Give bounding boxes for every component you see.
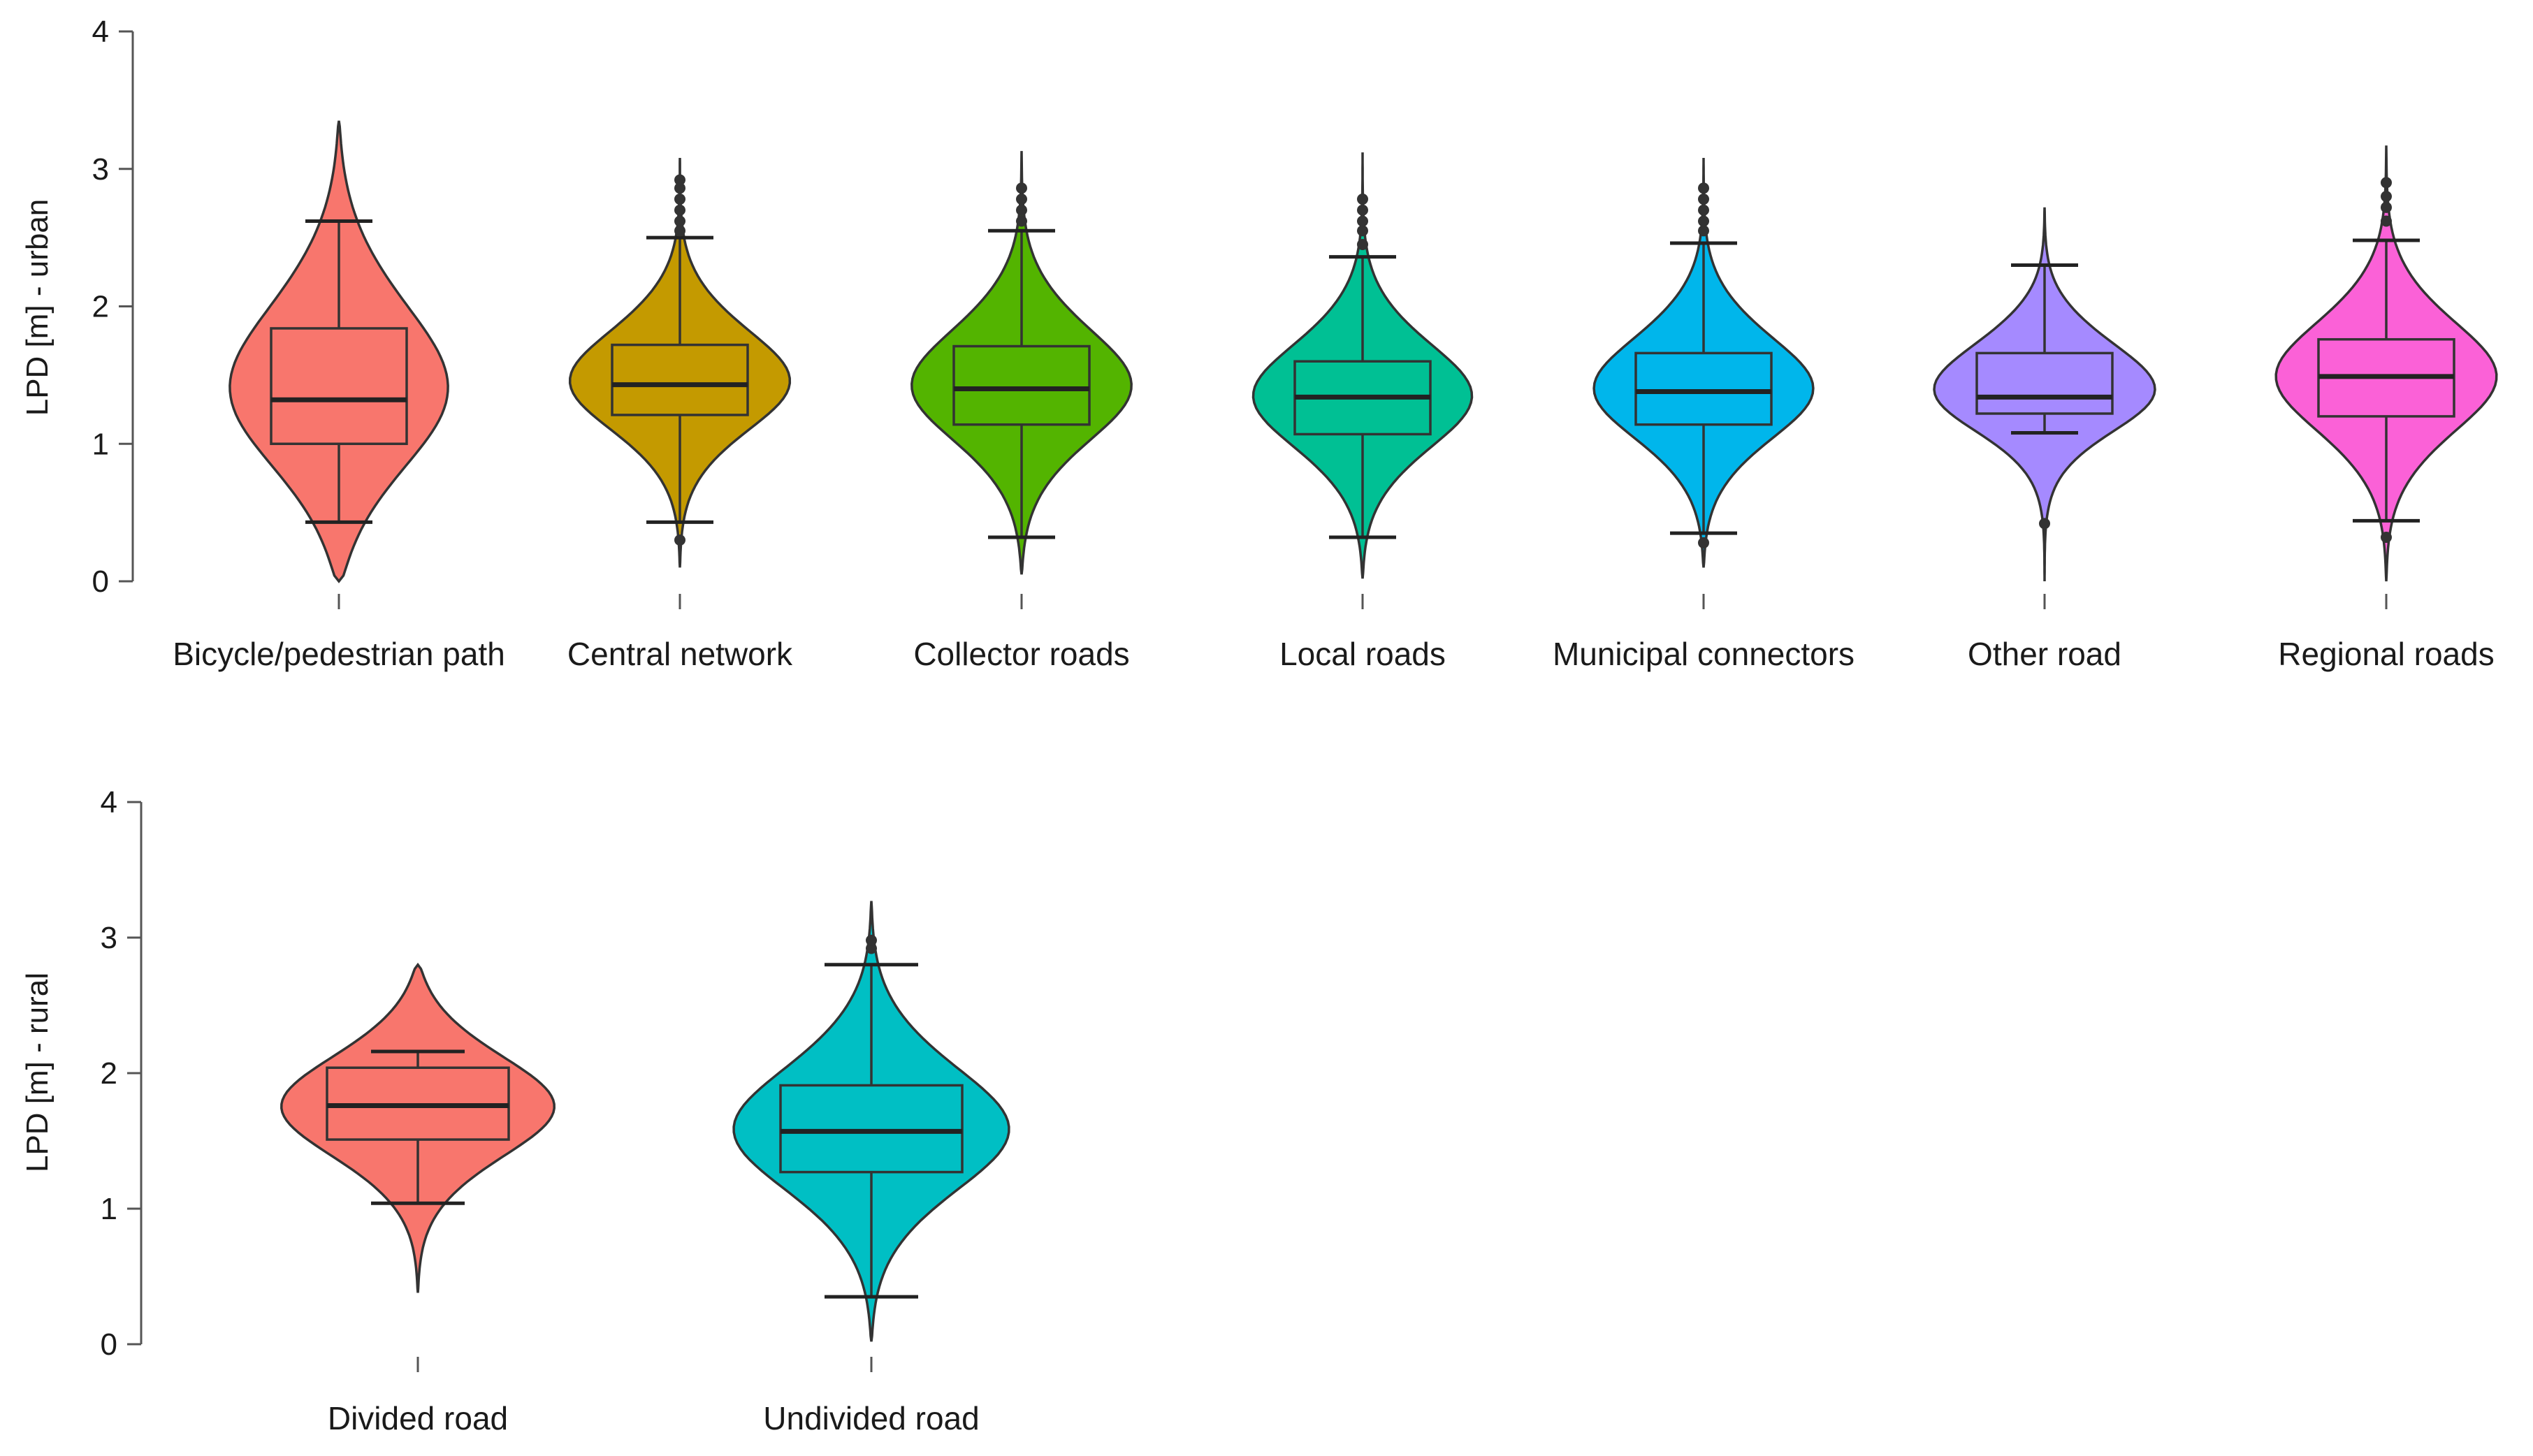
rural-violin-0	[280, 962, 556, 1293]
urban-outlier-point	[1357, 225, 1368, 237]
urban-outlier-point	[1357, 238, 1368, 250]
rural-y-tick-label: 2	[101, 1056, 117, 1091]
urban-y-tick-label: 2	[92, 290, 109, 324]
urban-outlier-point	[2381, 177, 2392, 189]
rural-outlier-point	[866, 934, 877, 946]
urban-violin-5	[1933, 207, 2156, 581]
urban-outlier-point	[674, 204, 685, 216]
urban-outlier-point	[674, 174, 685, 186]
urban-violin-panel: LPD [m] - urban 0 1 2 3 4Bicycle/pedestrian …	[20, 15, 2498, 672]
urban-category-label-6: Regional roads	[2278, 636, 2494, 672]
urban-y-tick-label: 4	[92, 15, 109, 49]
urban-category-label-2: Collector roads	[913, 636, 1129, 672]
urban-violin-2	[910, 151, 1133, 575]
urban-violin-1	[568, 157, 792, 568]
urban-category-label-5: Other road	[1968, 636, 2121, 672]
urban-category-label-1: Central network	[567, 636, 793, 672]
urban-outlier-point	[2039, 518, 2050, 530]
urban-y-tick-label: 3	[92, 152, 109, 187]
rural-category-label-1: Undivided road	[763, 1400, 979, 1436]
urban-outlier-point	[2381, 191, 2392, 203]
rural-outlier-point	[866, 942, 877, 954]
urban-outlier-point	[1357, 204, 1368, 216]
urban-violin-0	[228, 120, 449, 583]
rural-y-tick-label: 4	[101, 785, 117, 820]
urban-outlier-point	[1016, 215, 1027, 227]
urban-outlier-point	[1698, 215, 1709, 227]
urban-iqr-box-4	[1634, 351, 1773, 426]
urban-outlier-point	[674, 182, 685, 194]
rural-y-tick-label: 0	[101, 1327, 117, 1362]
urban-category-label-4: Municipal connectors	[1553, 636, 1855, 672]
urban-category-label-0: Bicycle/pedestrian path	[173, 636, 505, 672]
urban-y-tick-label: 1	[92, 427, 109, 461]
urban-y-axis-label: LPD [m] - urban	[20, 199, 55, 416]
urban-outlier-point	[1698, 225, 1709, 237]
urban-outlier-point	[2381, 215, 2392, 227]
urban-outlier-point	[674, 225, 685, 237]
urban-outlier-point	[1357, 215, 1368, 227]
rural-category-label-0: Divided road	[328, 1400, 508, 1436]
urban-iqr-box-5	[1975, 351, 2114, 415]
rural-iqr-box-1	[779, 1084, 964, 1174]
rural-y-axis-label: LPD [m] - rural	[20, 973, 55, 1172]
urban-violin-4	[1592, 158, 1815, 568]
urban-outlier-point	[1357, 194, 1368, 205]
urban-iqr-box-0	[270, 327, 408, 446]
urban-outlier-point	[674, 194, 685, 205]
urban-iqr-box-2	[952, 344, 1091, 426]
rural-violin-1	[732, 901, 1010, 1342]
urban-category-label-3: Local roads	[1279, 636, 1446, 672]
urban-outlier-point	[1698, 194, 1709, 205]
urban-outlier-point	[674, 215, 685, 227]
urban-outlier-point	[674, 534, 685, 546]
urban-outlier-point	[1016, 182, 1027, 194]
urban-outlier-point	[2381, 201, 2392, 213]
urban-outlier-point	[1016, 204, 1027, 216]
urban-violin-6	[2274, 145, 2498, 582]
urban-y-tick-label: 0	[92, 565, 109, 599]
rural-y-tick-label: 3	[101, 921, 117, 955]
rural-y-tick-label: 1	[101, 1192, 117, 1226]
urban-outlier-point	[2381, 532, 2392, 544]
urban-outlier-point	[1698, 204, 1709, 216]
urban-outlier-point	[1698, 182, 1709, 194]
urban-violin-3	[1251, 152, 1474, 579]
urban-iqr-box-1	[611, 343, 749, 416]
urban-outlier-point	[1016, 194, 1027, 205]
urban-outlier-point	[1698, 537, 1709, 548]
